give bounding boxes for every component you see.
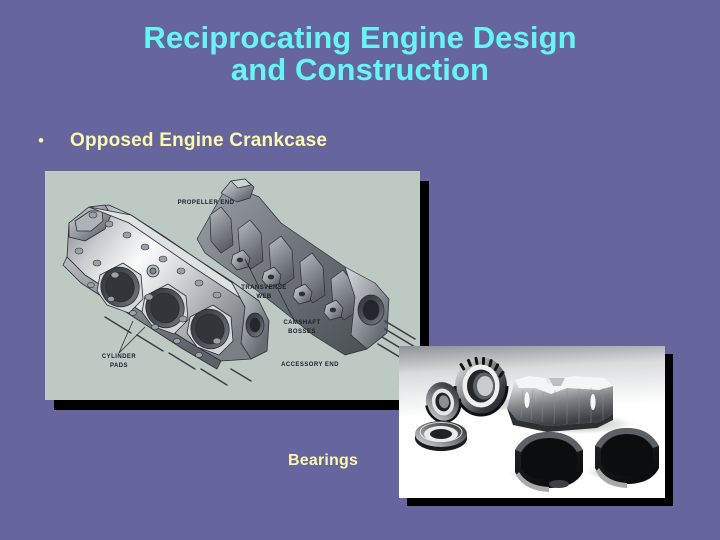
page-title-line-2: and Construction [230, 52, 490, 88]
bullet-item-label: Opposed Engine Crankcase [70, 130, 328, 151]
crankcase-illustration-svg [45, 171, 420, 400]
bearings-photo-figure [399, 346, 665, 498]
page-title-line-1: Reciprocating Engine Design [143, 20, 577, 55]
callout-cylinder-pads: CYLINDER PADS [101, 354, 137, 369]
bullet-list-item: • Opposed Engine Crankcase [38, 130, 327, 152]
bearings-caption: Bearings [288, 452, 359, 469]
callout-propeller-end: PROPELLER END [177, 200, 235, 206]
callout-accessory-end: ACCESSORY END [281, 362, 339, 368]
bullet-marker-icon: • [38, 131, 44, 150]
crankcase-diagram-figure: PROPELLER END TRANSVERSE WEB CAMSHAFT BO… [45, 171, 420, 400]
bearings-photo-canvas [399, 346, 665, 498]
callout-camshaft-bosses: CAMSHAFT BOSSES [283, 320, 321, 335]
crankcase-diagram-canvas: PROPELLER END TRANSVERSE WEB CAMSHAFT BO… [45, 171, 420, 400]
bearings-photograph-svg [399, 346, 665, 498]
callout-transverse-web: TRANSVERSE WEB [241, 285, 287, 300]
page-title: Reciprocating Engine Design and Construc… [0, 20, 720, 88]
